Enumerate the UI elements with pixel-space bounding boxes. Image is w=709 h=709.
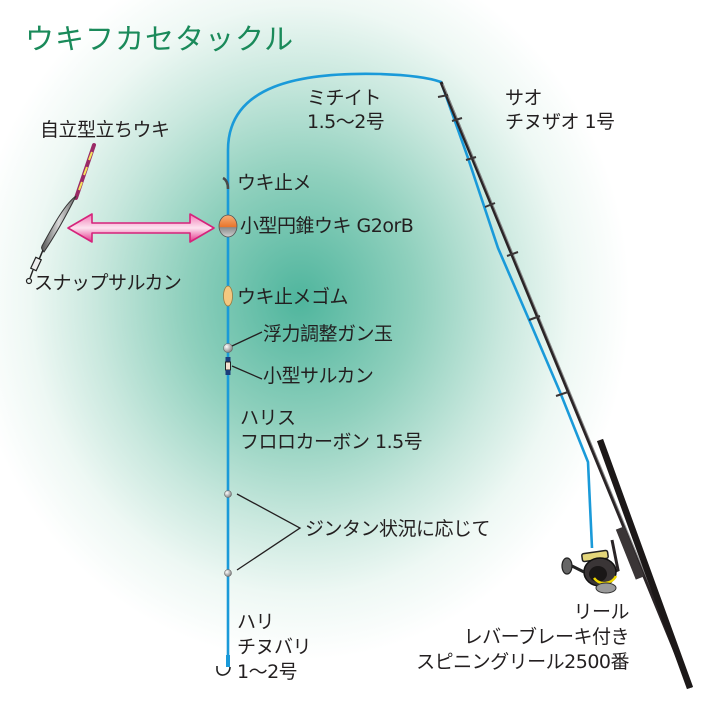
michito-name: ミチイト xyxy=(307,87,382,109)
sao-name: サオ xyxy=(505,87,543,109)
label-michito: ミチイト 1.5〜2号 xyxy=(307,86,385,134)
spinning-reel-icon xyxy=(561,539,620,594)
label-jiritsu-uki: 自立型立ちウキ xyxy=(40,119,170,141)
page-title: ウキフカセタックル xyxy=(25,22,295,56)
sao-spec: チヌザオ 1号 xyxy=(505,111,615,133)
harisu-name: ハリス xyxy=(240,407,296,429)
harisu-spec: フロロカーボン 1.5号 xyxy=(240,431,423,453)
label-snap-sarukan: スナップサルカン xyxy=(34,272,182,294)
rubber-stopper-icon xyxy=(223,285,233,307)
double-arrow-icon xyxy=(67,213,215,243)
hari-name: ハリ xyxy=(237,611,275,633)
hari-type: チヌバリ xyxy=(237,636,312,658)
hari-spec: 1〜2号 xyxy=(237,661,298,683)
label-enkei-uki: 小型円錐ウキ G2orB xyxy=(240,215,414,237)
fishing-rod-icon xyxy=(437,81,694,690)
label-hari: ハリ チヌバリ 1〜2号 xyxy=(237,610,312,685)
label-uki-tome-gomu: ウキ止メゴム xyxy=(237,286,349,308)
label-kogata-sarukan: 小型サルカン xyxy=(263,365,374,387)
reel-spec: スピニングリール2500番 xyxy=(416,651,629,673)
swivel-icon xyxy=(225,357,231,375)
label-furyoku-gandama: 浮力調整ガン玉 xyxy=(263,323,393,345)
callout-lines xyxy=(231,331,302,571)
reel-name: リール xyxy=(573,601,629,623)
jintan-shot-icon xyxy=(224,490,232,577)
split-shot-icon xyxy=(223,343,233,353)
reel-feature: レバーブレーキ付き xyxy=(463,626,630,648)
label-uki-tome: ウキ止メ xyxy=(237,172,312,194)
uki-tome-knot-icon xyxy=(222,176,230,190)
label-reel: リール レバーブレーキ付き スピニングリール2500番 xyxy=(416,600,629,675)
stick-float-icon xyxy=(25,143,96,285)
hook-icon xyxy=(216,655,231,676)
conical-float-icon xyxy=(218,214,238,238)
michito-spec: 1.5〜2号 xyxy=(307,111,385,133)
label-sao: サオ チヌザオ 1号 xyxy=(505,86,615,134)
label-jintan: ジンタン状況に応じて xyxy=(305,518,491,540)
label-harisu: ハリス フロロカーボン 1.5号 xyxy=(240,406,423,454)
